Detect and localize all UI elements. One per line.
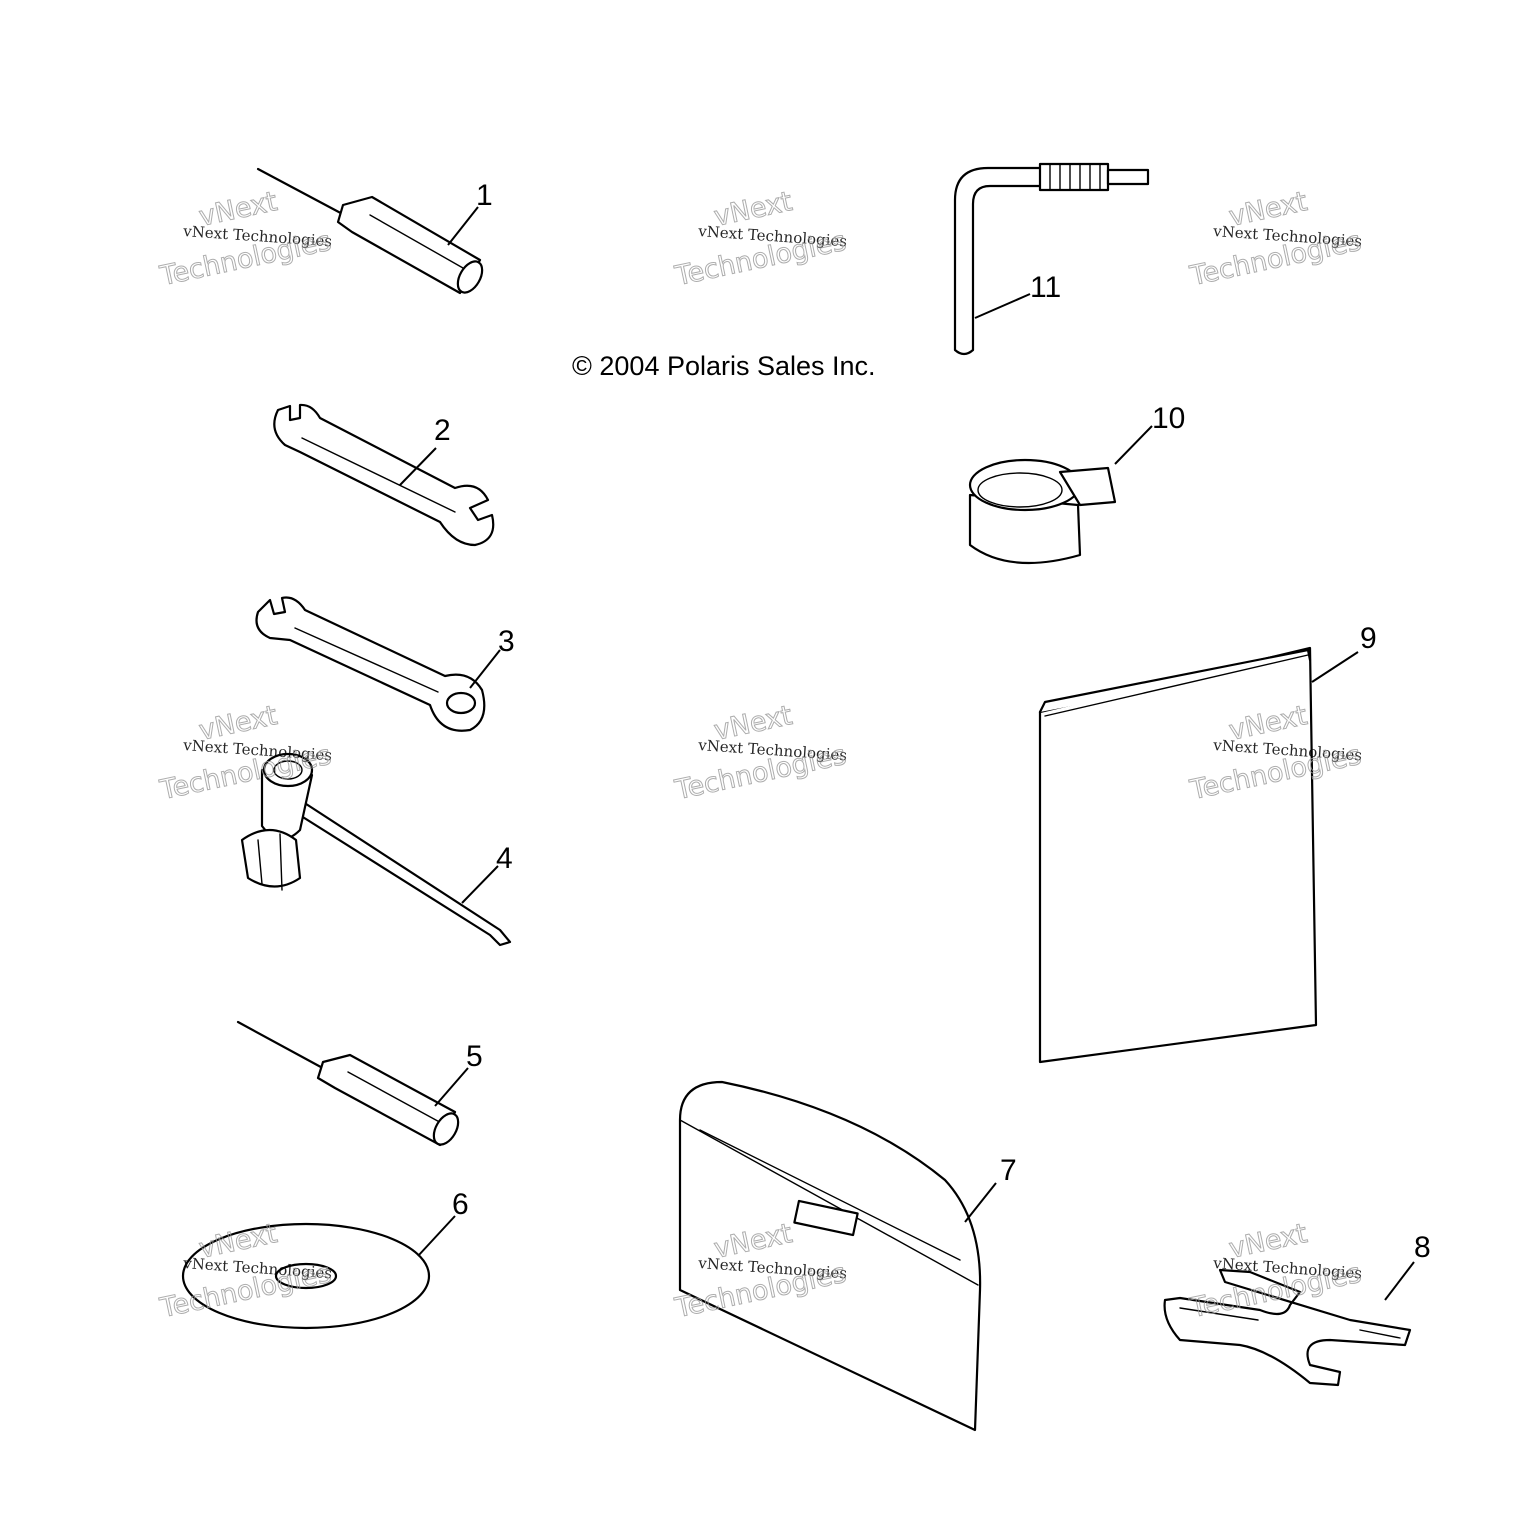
callout-10: 10	[1152, 402, 1185, 435]
watermark: vNext vNext Technologies Technologies	[671, 186, 849, 293]
callout-3: 3	[498, 625, 515, 658]
callout-7: 7	[1000, 1154, 1017, 1187]
copyright-notice: © 2004 Polaris Sales Inc.	[572, 351, 876, 381]
part-4-spark-plug-wrench-icon	[240, 752, 512, 947]
callout-5: 5	[466, 1040, 483, 1073]
part-2-open-end-wrench-icon	[273, 403, 495, 547]
part-10-tape-strap-icon	[968, 458, 1117, 565]
part-8-spring-tool-icon	[1163, 1268, 1412, 1387]
callout-9: 9	[1360, 622, 1377, 655]
watermark: vNext vNext Technologies Technologies	[1186, 700, 1364, 807]
watermark: vNext vNext Technologies Technologies	[1186, 1218, 1364, 1325]
callout-8: 8	[1414, 1231, 1431, 1264]
watermark: vNext vNext Technologies Technologies	[671, 700, 849, 807]
callout-2: 2	[434, 414, 451, 447]
part-7-envelope-icon	[678, 1080, 982, 1432]
part-5-screwdriver-icon	[236, 1020, 460, 1147]
callout-4: 4	[496, 842, 513, 875]
part-9-manual-icon	[1038, 646, 1318, 1064]
part-1-screwdriver-icon	[256, 167, 484, 295]
part-6-cd-disc-icon	[181, 1222, 431, 1330]
callout-1: 1	[476, 179, 493, 212]
watermark: vNext vNext Technologies Technologies	[156, 186, 334, 293]
part-3-combination-wrench-icon	[255, 596, 486, 732]
leader-lines	[399, 206, 1415, 1301]
watermark: vNext vNext Technologies Technologies	[1186, 186, 1364, 293]
part-11-l-hex-key-icon	[953, 162, 1150, 356]
callout-6: 6	[452, 1188, 469, 1221]
callout-11: 11	[1030, 271, 1061, 304]
